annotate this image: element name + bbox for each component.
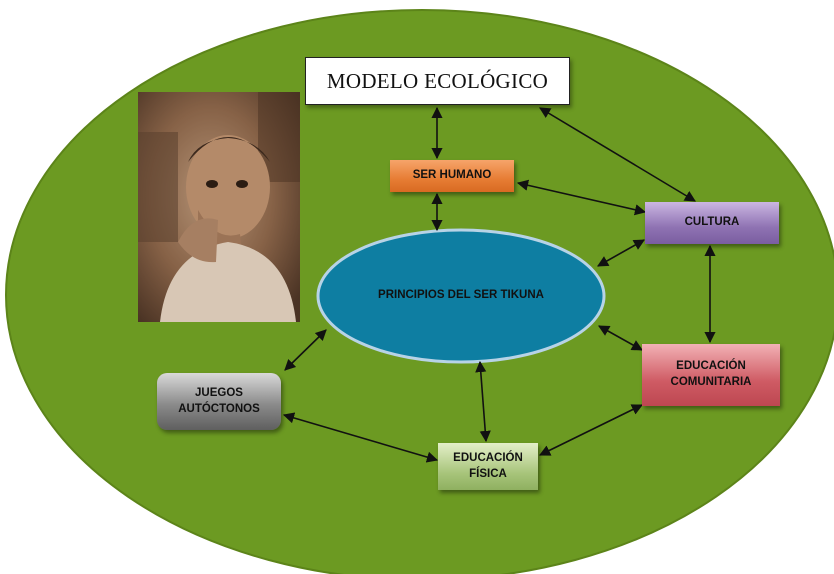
node-cultura-label: CULTURA — [684, 216, 740, 229]
arrow-educom-edufis — [538, 404, 644, 456]
center-node-label: PRINCIPIOS DEL SER TIKUNA — [378, 289, 544, 302]
arrow-title-cultura — [539, 107, 696, 202]
diagram-title: MODELO ECOLÓGICO — [305, 57, 570, 105]
arrow-center-educom — [598, 325, 643, 351]
center-ellipse — [316, 228, 606, 364]
node-educacion-fisica-label: EDUCACIÓN FÍSICA — [453, 451, 523, 480]
child-photo — [138, 92, 300, 322]
node-educacion-comunitaria-label: EDUCACIÓN COMUNITARIA — [670, 360, 752, 388]
arrow-ser-cultura — [516, 179, 647, 216]
arrow-center-edufis — [475, 360, 491, 443]
node-ser-humano: SER HUMANO — [390, 160, 514, 192]
node-juegos-autoctonos-label: JUEGOS AUTÓCTONOS — [178, 386, 260, 415]
node-educacion-comunitaria: EDUCACIÓN COMUNITARIA — [642, 344, 780, 406]
node-juegos-autoctonos: JUEGOS AUTÓCTONOS — [157, 373, 281, 430]
arrow-juegos-edufis — [282, 412, 439, 463]
arrow-juegos-center — [284, 329, 327, 371]
node-educacion-fisica: EDUCACIÓN FÍSICA — [438, 443, 538, 490]
node-cultura: CULTURA — [645, 202, 779, 244]
node-ser-humano-label: SER HUMANO — [412, 169, 492, 182]
arrow-cultura-center — [597, 239, 645, 267]
